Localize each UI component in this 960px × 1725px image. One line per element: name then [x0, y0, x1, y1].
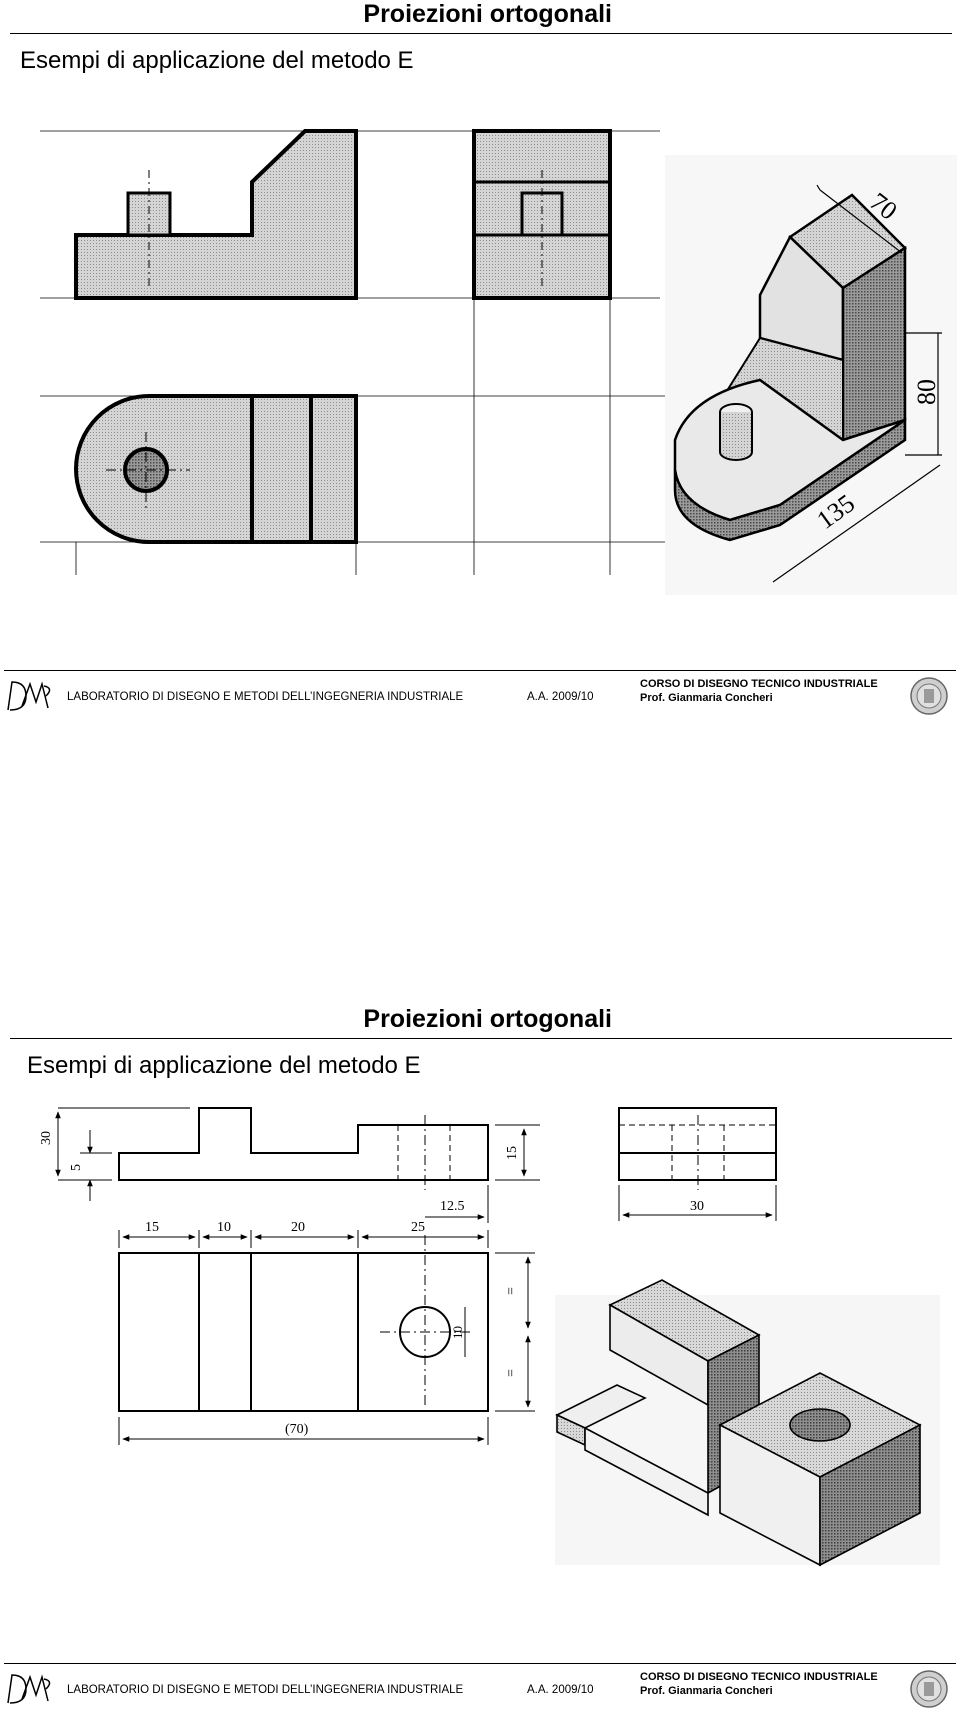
- footer: LABORATORIO DI DISEGNO E METODI DELL’ING…: [0, 670, 960, 732]
- title-rule: [10, 33, 952, 34]
- slide-2: Proiezioni ortogonali Esempi di applicaz…: [0, 1005, 960, 1725]
- technical-drawing-2: 30 5 15 12.5 30: [39, 1107, 940, 1567]
- dimension-label: 25: [411, 1220, 425, 1235]
- dimension-label: 15: [145, 1220, 159, 1235]
- dimension-label: 80: [912, 379, 941, 405]
- dimension-label: 30: [690, 1199, 704, 1214]
- page-subtitle: Esempi di applicazione del metodo E: [27, 1052, 421, 1079]
- dimension-label: 10: [217, 1220, 231, 1235]
- page-title: Proiezioni ortogonali: [363, 0, 612, 28]
- dimension-label: 15: [505, 1146, 520, 1160]
- footer-rule: [4, 1663, 956, 1664]
- page-title: Proiezioni ortogonali: [363, 1005, 612, 1033]
- university-seal-icon: [910, 1670, 948, 1708]
- slide-1: Proiezioni ortogonali Esempi di applicaz…: [0, 0, 960, 730]
- footer-course: CORSO DI DISEGNO TECNICO INDUSTRIALE: [640, 1671, 878, 1683]
- university-seal-icon: [910, 677, 948, 715]
- side-view: [472, 129, 612, 300]
- dimension-label: 12.5: [440, 1199, 465, 1214]
- footer: LABORATORIO DI DISEGNO E METODI DELL’ING…: [0, 1663, 960, 1725]
- dimension-label: 10: [450, 1326, 465, 1339]
- top-view: [118, 1235, 489, 1412]
- footer-rule: [4, 670, 956, 671]
- dimension-label: 20: [291, 1220, 305, 1235]
- footer-professor: Prof. Gianmaria Concheri: [640, 1685, 773, 1697]
- technical-drawing-1: 70 80 135: [40, 129, 957, 595]
- top-view: [74, 394, 358, 544]
- dmp-logo-icon: [7, 1674, 51, 1704]
- isometric-view: [555, 1279, 940, 1567]
- title-rule: [10, 1038, 952, 1039]
- footer-lab: LABORATORIO DI DISEGNO E METODI DELL’ING…: [67, 691, 464, 703]
- footer-professor: Prof. Gianmaria Concheri: [640, 692, 773, 704]
- footer-year: A.A. 2009/10: [527, 691, 594, 703]
- front-view: [118, 1107, 489, 1190]
- dimension-label: =: [504, 1369, 519, 1377]
- footer-year: A.A. 2009/10: [527, 1684, 594, 1696]
- front-view: [74, 129, 358, 300]
- footer-lab: LABORATORIO DI DISEGNO E METODI DELL’ING…: [67, 1684, 464, 1696]
- dimension-label: 30: [39, 1131, 54, 1145]
- dimension-label: (70): [285, 1422, 309, 1437]
- page-subtitle: Esempi di applicazione del metodo E: [20, 47, 414, 74]
- dmp-logo-icon: [7, 681, 51, 711]
- dimension-label: =: [504, 1287, 519, 1295]
- footer-course: CORSO DI DISEGNO TECNICO INDUSTRIALE: [640, 678, 878, 690]
- side-view: [618, 1107, 777, 1190]
- dimension-label: 5: [69, 1164, 84, 1171]
- isometric-view: 70 80 135: [665, 155, 957, 595]
